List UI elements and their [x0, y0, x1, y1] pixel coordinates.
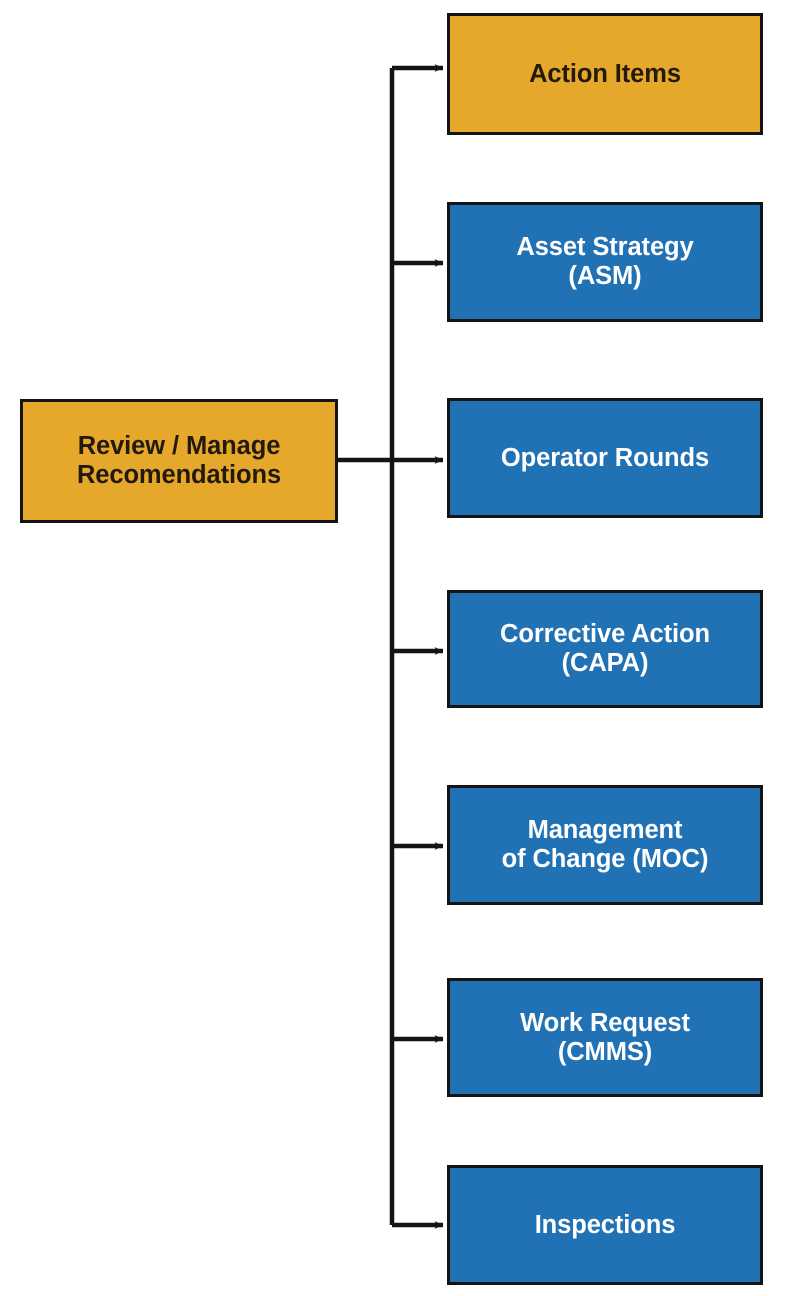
node-label: Operator Rounds	[500, 443, 710, 472]
node-review-manage-recomendations[interactable]: Review / Manage Recomendations	[20, 399, 338, 523]
node-asset-strategy-asm[interactable]: Asset Strategy (ASM)	[447, 202, 763, 322]
node-corrective-action-capa[interactable]: Corrective Action (CAPA)	[447, 590, 763, 708]
node-label: Inspections	[534, 1210, 676, 1239]
node-management-of-change-moc[interactable]: Management of Change (MOC)	[447, 785, 763, 905]
node-action-items[interactable]: Action Items	[447, 13, 763, 135]
node-work-request-cmms[interactable]: Work Request (CMMS)	[447, 978, 763, 1097]
node-label: Asset Strategy (ASM)	[516, 233, 694, 290]
node-label: Review / Manage Recomendations	[76, 432, 282, 489]
node-label: Corrective Action (CAPA)	[500, 620, 710, 677]
node-label: Management of Change (MOC)	[501, 816, 709, 873]
node-operator-rounds[interactable]: Operator Rounds	[447, 398, 763, 518]
node-label: Action Items	[529, 59, 681, 88]
node-label: Work Request (CMMS)	[520, 1008, 690, 1066]
node-inspections[interactable]: Inspections	[447, 1165, 763, 1285]
